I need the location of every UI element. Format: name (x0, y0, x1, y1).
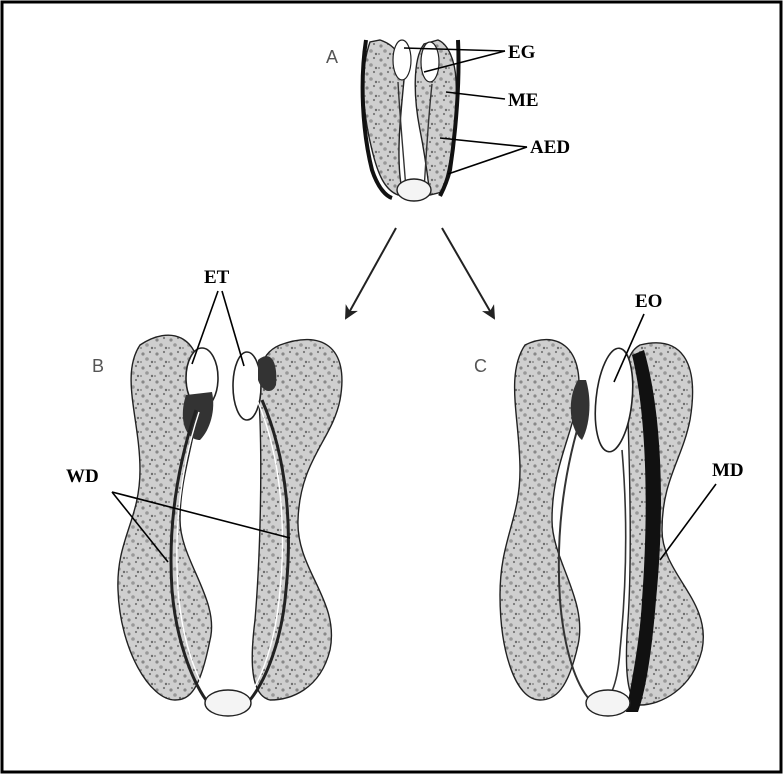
panel-b-right-testis (233, 352, 261, 420)
label-et: ET (204, 267, 230, 288)
panel-a-letter: A (326, 47, 338, 67)
panel-c-letter: C (474, 356, 487, 376)
panel-c-sinus (586, 690, 630, 716)
panel-a-sinus (397, 179, 431, 201)
panel-b-letter: B (92, 356, 104, 376)
label-aed: AED (530, 137, 570, 158)
panel-b-sinus (205, 690, 251, 716)
label-me: ME (508, 90, 539, 111)
label-eo: EO (635, 291, 662, 312)
label-eg: EG (508, 42, 536, 63)
panel-a-left-gonad (393, 40, 411, 80)
label-wd: WD (66, 466, 99, 487)
label-md: MD (712, 460, 744, 481)
